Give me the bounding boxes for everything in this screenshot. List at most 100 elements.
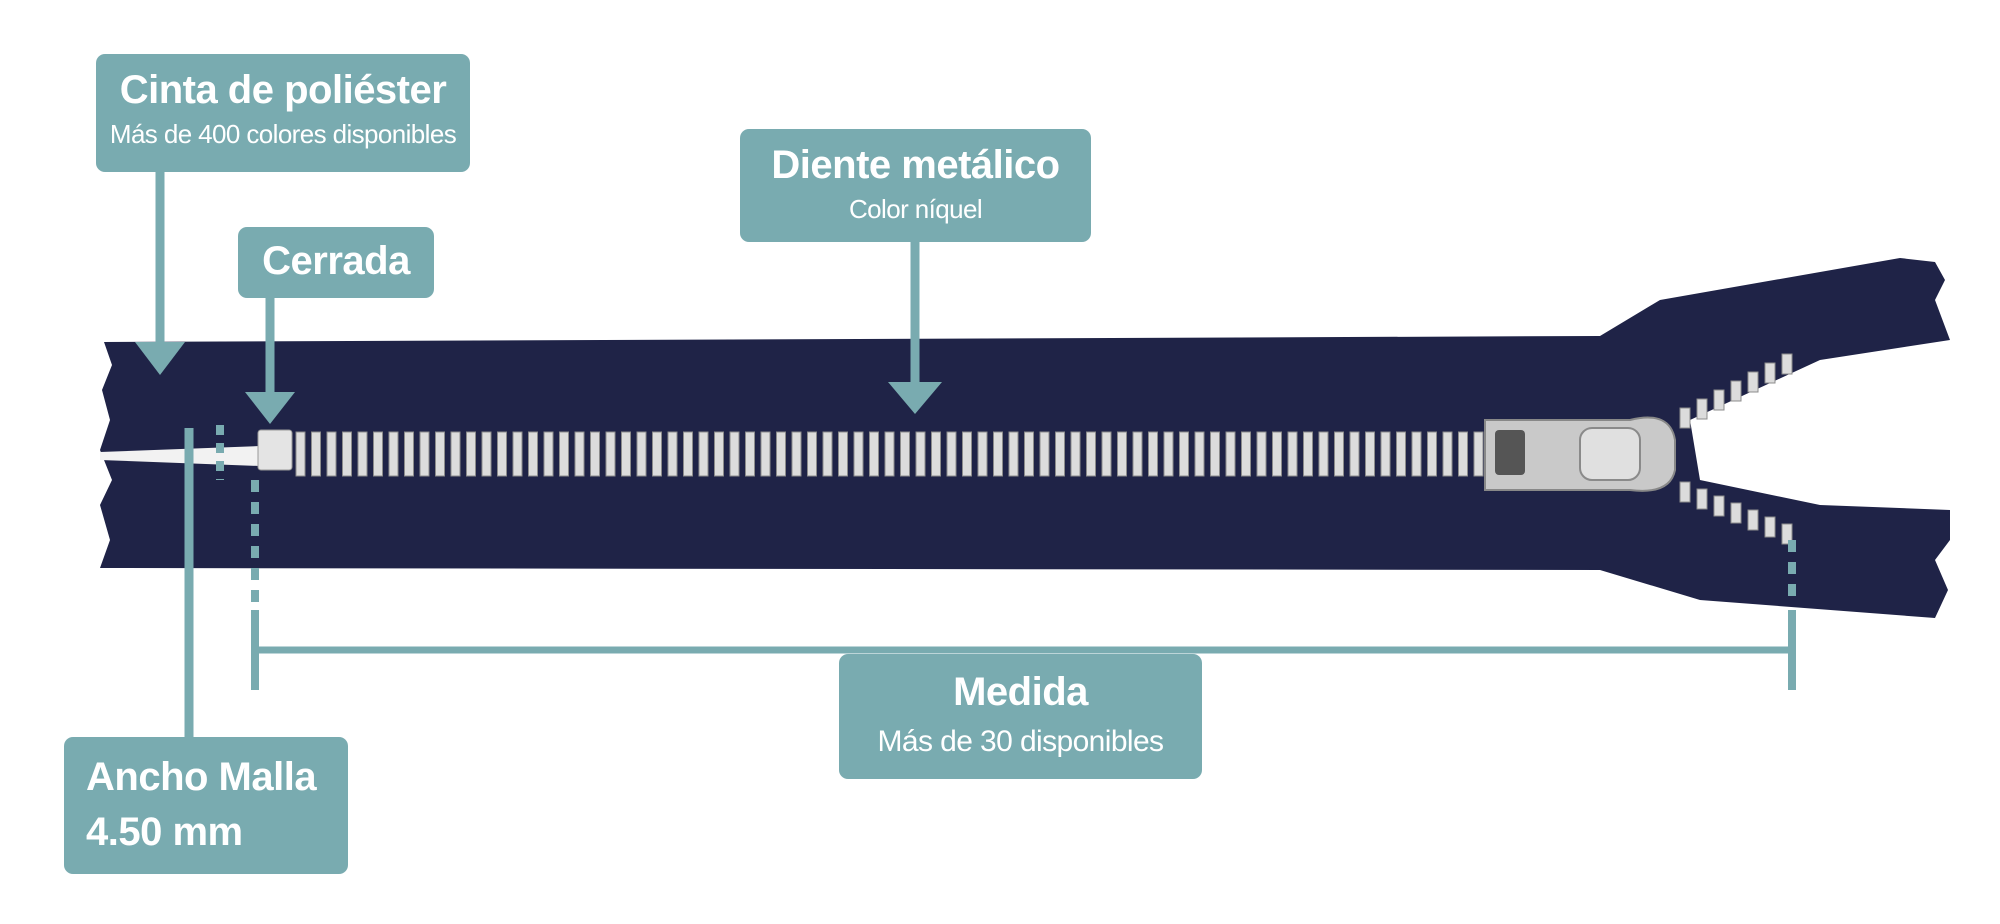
closed-label-title: Cerrada [262,239,410,283]
zipper-tooth [311,431,321,477]
zipper-tooth [543,431,554,477]
zipper-tooth [419,431,430,477]
zipper-tooth [1303,431,1313,477]
length-label-title: Medida [953,670,1088,714]
zipper-tooth [481,431,492,477]
zipper-tooth [1318,431,1329,477]
zipper-tooth [822,431,833,477]
zipper-tooth [1411,431,1422,477]
zipper-tooth [1225,431,1236,477]
length-label-subtitle: Más de 30 disponibles [877,725,1165,758]
zipper-tooth [1396,431,1406,477]
zipper-tooth [884,431,895,477]
zipper-tooth [1764,516,1776,538]
zipper-tooth [435,431,445,477]
zipper-tooth [357,431,368,477]
zipper-tooth [1039,431,1050,477]
tape-label-subtitle: Más de 400 colores disponibles [109,119,457,149]
zipper-tooth [1132,431,1143,477]
zipper-tooth [946,431,957,477]
zipper-tooth [869,431,879,477]
zipper-tooth [760,431,771,477]
zipper-tooth [900,431,910,477]
zipper-tooth [388,431,399,477]
zipper-tooth [1055,431,1065,477]
zipper-tooth [1442,431,1453,477]
zipper-tooth [574,431,585,477]
zipper-tooth [1349,431,1360,477]
zipper-tooth [745,431,755,477]
zipper-tooth [838,431,848,477]
teeth-label: Diente metálico Color níquel [740,129,1091,242]
zipper-tooth [1764,362,1776,384]
tape-label: Cinta de poliéster Más de 400 colores di… [96,54,470,172]
zipper-tooth [621,431,631,477]
zipper-tooth [1730,380,1742,402]
zipper-tooth [1747,509,1759,531]
zipper-tooth [807,431,817,477]
zipper-tooth [931,431,941,477]
zipper-tooth [1086,431,1096,477]
zipper-tooth [1747,371,1759,393]
zipper-teeth [295,353,1793,545]
zipper-tooth [1024,431,1034,477]
zipper-tooth [497,431,507,477]
width-label: Ancho Malla 4.50 mm [64,737,348,874]
zipper-tooth [667,431,678,477]
zipper-tooth [1427,431,1437,477]
zipper-tooth [1210,431,1220,477]
zipper-tooth [450,431,461,477]
bottom-stop [257,429,293,471]
closed-arrow-icon [245,392,295,424]
zipper-tooth [698,431,709,477]
zipper-tooth [1334,431,1344,477]
zipper-tooth [729,431,740,477]
zipper-tooth [1713,495,1725,517]
zipper-tooth [1458,431,1468,477]
zipper-tooth [1241,431,1251,477]
zipper-tooth [1679,407,1691,429]
zipper-tooth [791,431,802,477]
zipper-tooth [652,431,662,477]
annotation-lines [135,172,1796,740]
zipper-tooth [853,431,864,477]
zipper-tooth [1148,431,1158,477]
teeth-label-subtitle: Color níquel [849,194,983,224]
teeth-arrow-icon [888,382,942,414]
tape-arrow-icon [135,342,185,375]
width-label-value: 4.50 mm [86,810,243,854]
zipper-tooth [528,431,538,477]
zipper-tooth [1070,431,1081,477]
zipper-tooth [1272,431,1282,477]
zipper-tooth [1730,502,1742,524]
zipper-tooth [683,431,693,477]
zipper-tooth [590,431,600,477]
tape-label-title: Cinta de poliéster [119,68,447,112]
zipper-tooth [714,431,724,477]
zipper-tooth [1713,389,1725,411]
zipper-tooth [1696,488,1708,510]
teeth-label-title: Diente metálico [771,143,1060,187]
zipper-tooth [1256,431,1267,477]
zipper-tooth [1179,431,1189,477]
zipper-tooth [1696,398,1708,420]
zipper-tooth [915,431,926,477]
width-label-title: Ancho Malla [86,755,317,799]
zipper-tooth [962,431,972,477]
length-label: Medida Más de 30 disponibles [839,654,1202,779]
zipper-tooth [1101,431,1112,477]
zipper-slider [1484,416,1676,492]
zipper-tooth [512,431,523,477]
zipper-tooth [1287,431,1298,477]
zipper-tooth [605,431,616,477]
zipper-tooth [559,431,569,477]
closed-label: Cerrada [238,227,434,298]
zipper-tooth [1781,523,1793,545]
zipper-tooth [1117,431,1127,477]
zipper-tooth [977,431,988,477]
zipper-tooth [1194,431,1205,477]
zipper-tooth [993,431,1003,477]
zipper-tooth [326,431,337,477]
zipper-tooth [1163,431,1174,477]
